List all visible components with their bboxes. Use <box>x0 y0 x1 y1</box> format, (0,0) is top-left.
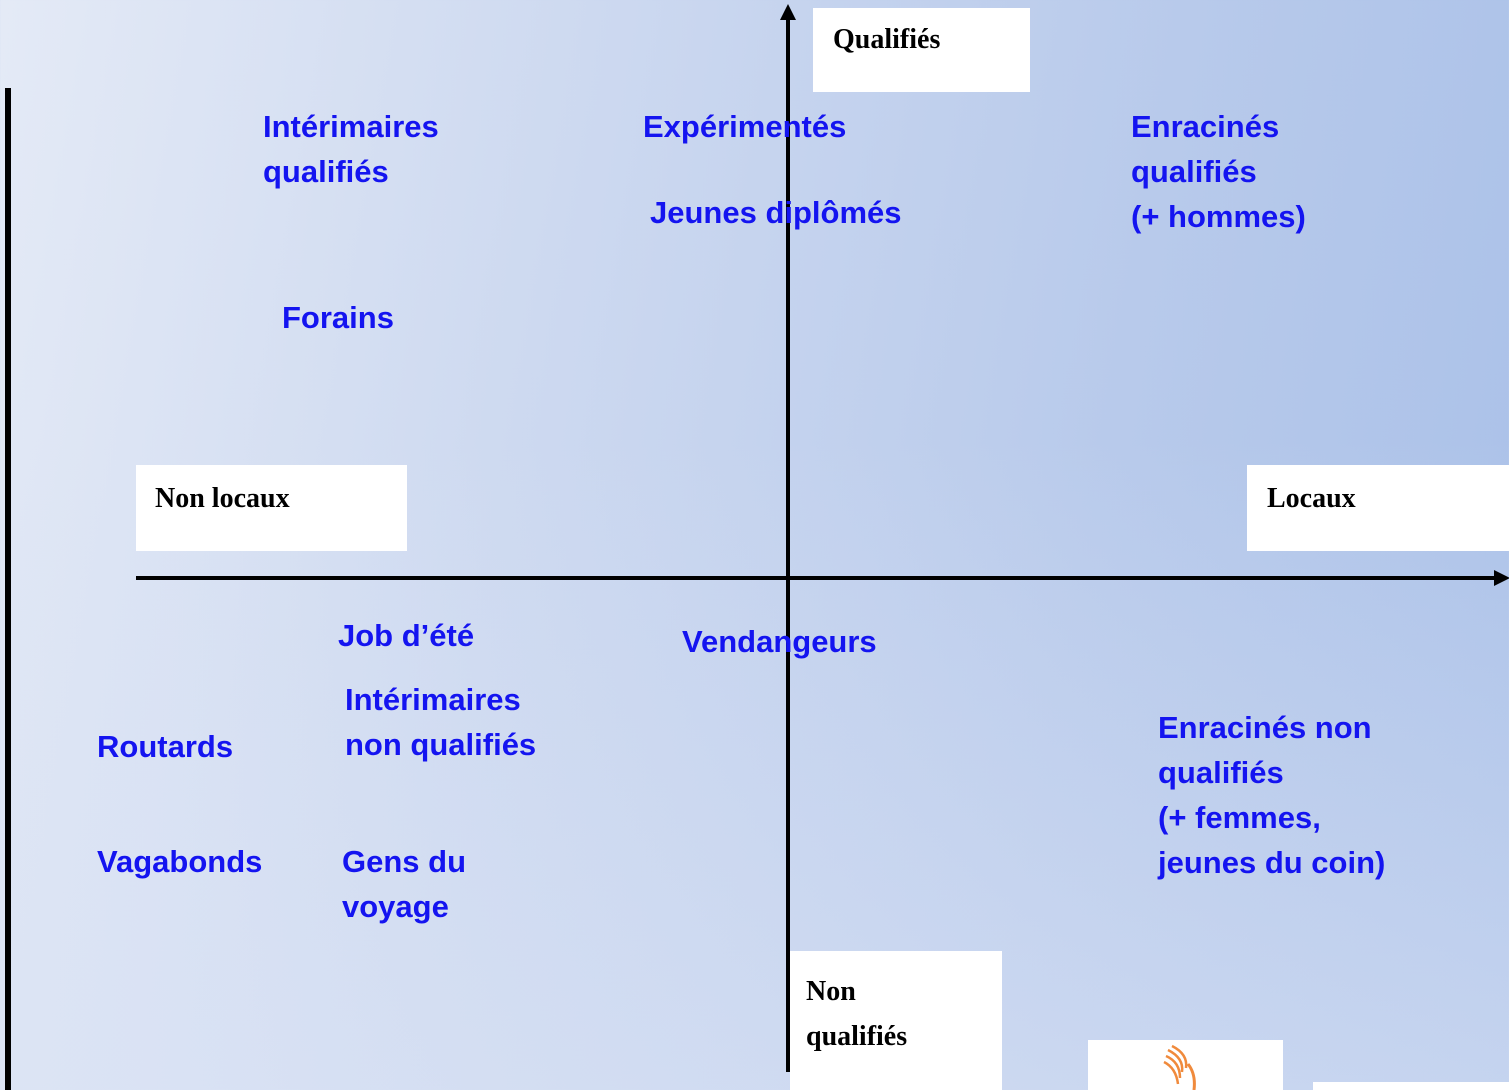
axis-label-bottom-line2: qualifiés <box>806 1021 908 1052</box>
label-jeunes-diplomes: Jeunes diplômés <box>650 195 902 230</box>
axis-label-bottom: Non qualifiés <box>790 951 1002 1090</box>
label-routards: Routards <box>97 729 234 764</box>
label-enracines-qualifies: Enracinés qualifiés (+ hommes) <box>1131 109 1306 234</box>
vertical-axis-arrow-icon <box>780 4 796 20</box>
label-interimaires-qualifies: Intérimaires qualifiés <box>263 109 439 189</box>
axis-label-right-text: Locaux <box>1267 483 1356 514</box>
axis-label-right: Locaux <box>1247 465 1509 551</box>
label-vagabonds: Vagabonds <box>97 844 263 879</box>
axis-label-left: Non locaux <box>136 465 407 551</box>
label-vendangeurs: Vendangeurs <box>682 624 877 659</box>
axis-label-left-text: Non locaux <box>155 483 290 514</box>
axis-label-bottom-line1: Non <box>806 976 856 1007</box>
flame-logo-icon <box>1163 1044 1196 1090</box>
horizontal-axis-arrow-icon <box>1494 570 1509 586</box>
label-experimentes: Expérimentés <box>643 109 847 144</box>
label-job-ete: Job d’été <box>338 618 475 653</box>
axis-label-top: Qualifiés <box>813 8 1030 92</box>
corner-box <box>1313 1082 1509 1090</box>
logo <box>1088 1040 1283 1090</box>
label-gens-du-voyage: Gens du voyage <box>342 844 467 924</box>
horizontal-axis-locality <box>136 576 1496 580</box>
left-border-bar <box>5 88 11 1090</box>
vertical-axis-qualification <box>786 16 790 1072</box>
axis-label-top-text: Qualifiés <box>833 24 941 55</box>
label-enracines-non-qualifies: Enracinés non qualifiés (+ femmes, jeune… <box>1158 710 1386 880</box>
label-forains: Forains <box>282 300 394 335</box>
label-interimaires-non-qualifies: Intérimaires non qualifiés <box>345 682 537 762</box>
